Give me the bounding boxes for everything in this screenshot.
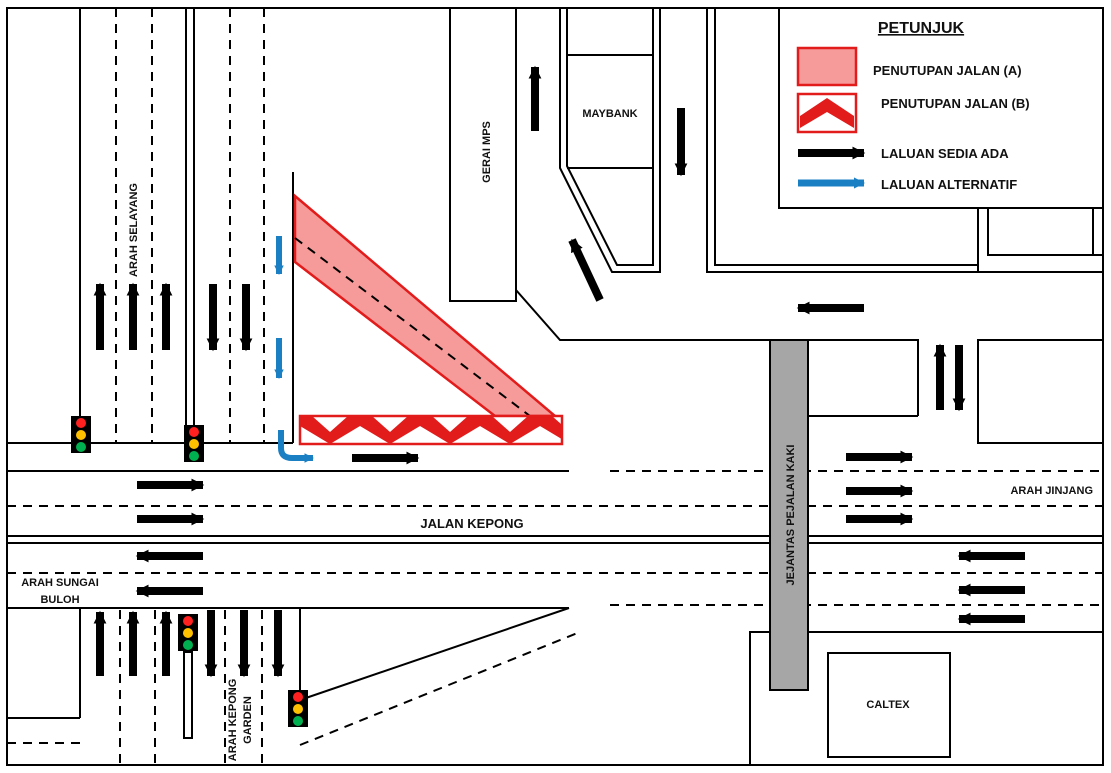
maybank-building: MAYBANK bbox=[559, 7, 661, 273]
alternative-route-arrows bbox=[274, 236, 314, 463]
existing-route-arrows bbox=[93, 65, 1025, 678]
to-sungai-buloh-label-1: ARAH SUNGAI bbox=[21, 577, 99, 589]
legend-existing-label: LALUAN SEDIA ADA bbox=[881, 146, 1009, 161]
caltex-building: CALTEX bbox=[827, 652, 951, 758]
legend-closure-a-swatch bbox=[796, 46, 858, 87]
to-jinjang-label: ARAH JINJANG bbox=[1010, 485, 1093, 497]
caltex-label: CALTEX bbox=[866, 699, 910, 711]
gerai-mps-label: GERAI MPS bbox=[481, 121, 493, 183]
to-sungai-buloh-label-2: BULOH bbox=[40, 594, 79, 606]
pedestrian-footbridge: JEJANTAS PEJALAN KAKI bbox=[769, 339, 809, 691]
to-kepong-garden-label-1: ARAH KEPONG bbox=[227, 679, 239, 762]
main-road-label: JALAN KEPONG bbox=[420, 516, 523, 531]
gerai-mps-building: GERAI MPS bbox=[449, 7, 517, 302]
legend-closure-b-label: PENUTUPAN JALAN (B) bbox=[881, 96, 1030, 111]
legend-closure-b-chevron bbox=[800, 98, 854, 128]
traffic-signal-3 bbox=[178, 614, 198, 739]
traffic-signal-2 bbox=[184, 425, 204, 462]
traffic-signal-4 bbox=[288, 690, 308, 727]
footbridge-label: JEJANTAS PEJALAN KAKI bbox=[785, 445, 797, 586]
lane-markings bbox=[7, 8, 1103, 765]
legend-title: PETUNJUK bbox=[878, 20, 965, 37]
legend: PETUNJUK PENUTUPAN JALAN (A) PENUTUPAN J… bbox=[778, 7, 1104, 209]
traffic-signal-1 bbox=[71, 416, 91, 453]
road-closure-b bbox=[298, 414, 564, 446]
maybank-label: MAYBANK bbox=[582, 108, 637, 120]
to-kepong-garden-label-2: GARDEN bbox=[242, 696, 254, 744]
legend-alternative-label: LALUAN ALTERNATIF bbox=[881, 177, 1017, 192]
road-edges bbox=[7, 8, 1104, 765]
legend-closure-a-label: PENUTUPAN JALAN (A) bbox=[873, 63, 1022, 78]
to-selayang-label: ARAH SELAYANG bbox=[128, 183, 140, 277]
